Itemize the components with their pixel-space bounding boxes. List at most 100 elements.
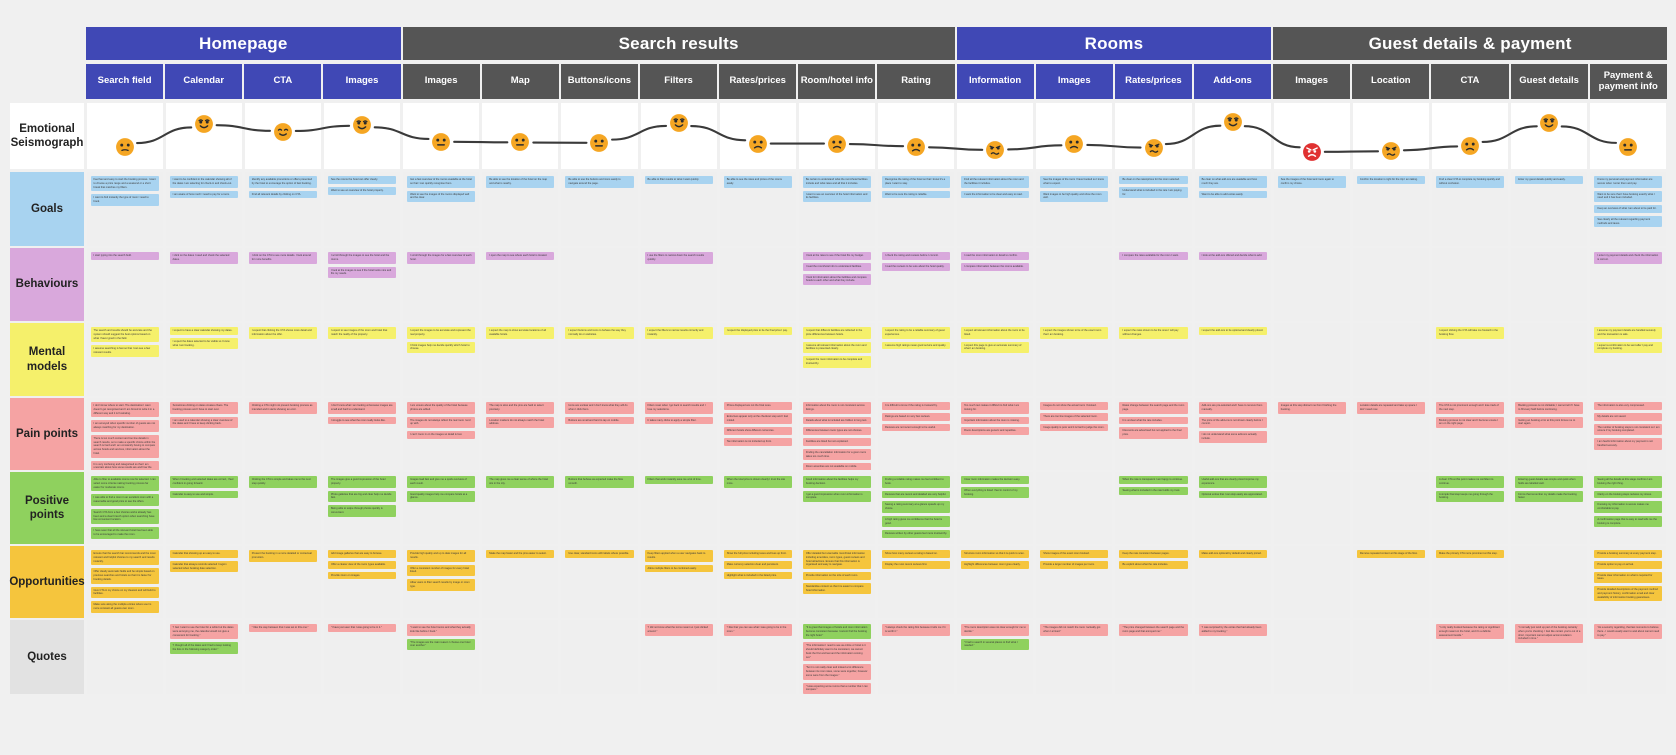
sticky-note[interactable]: Add image galleries that are easy to bro… [327,550,397,558]
sticky-note[interactable]: Be able to see the rates and prices of t… [723,176,792,188]
sticky-note[interactable]: My details are not saved. [1594,412,1663,421]
sticky-note[interactable]: Make add-ons optional by default and cle… [1198,550,1267,558]
sticky-note[interactable]: Facilities are listed but not explained. [802,438,871,446]
sticky-note[interactable]: Want to be sure that I have booking exac… [1594,190,1663,202]
sticky-note[interactable]: I am annoyed when specific number of gue… [90,420,159,432]
sticky-note[interactable]: Finding the cancellation information for… [802,448,871,461]
sticky-note[interactable]: "The price changed between the search pa… [1119,624,1188,636]
sticky-note[interactable]: I expect this page to give an accurate s… [961,341,1030,353]
sticky-note[interactable]: Clear room information makes the decisio… [961,476,1030,484]
sticky-note[interactable]: Display the most recent reviews first. [882,560,951,569]
row-label-mental-models[interactable]: Mental models [10,323,84,396]
sticky-note[interactable]: Find all relevant details by clicking on… [248,190,317,199]
sticky-note[interactable]: Get a fast overview of the rooms availab… [407,176,476,188]
sticky-note[interactable]: I am fearful information about my paymen… [1594,438,1663,450]
step-header-16-location[interactable]: Location [1351,63,1431,100]
sticky-note[interactable]: I expect buttons and icons to behave the… [565,327,634,339]
sticky-note[interactable]: I check the rating and reviews before I … [882,252,951,260]
sticky-note[interactable]: Offer a clearer view of the room types a… [327,560,397,569]
sticky-note[interactable]: "The room description was not clear enou… [961,624,1030,636]
sticky-note[interactable]: Be able to filter results to what I want… [644,176,713,184]
sticky-note[interactable]: Booking process is not clear and I becom… [1436,416,1505,428]
sticky-note[interactable]: I expect that different facilities are r… [802,327,871,339]
sticky-note[interactable]: It takes many clicks to apply a simple f… [644,416,713,425]
sticky-note[interactable]: Be clear on the rates/prices for the roo… [1119,176,1188,184]
row-label-seismograph[interactable]: Emotional Seismograph [10,103,84,169]
sticky-note[interactable]: Information about the room is not consis… [802,402,871,414]
sticky-note[interactable]: Reviews that are recent and detailed are… [882,490,951,499]
step-header-14-add-ons[interactable]: Add-ons [1192,63,1273,100]
sticky-note[interactable]: Prices displayed are not the final ones. [723,402,792,410]
sticky-note[interactable]: Provide a booking summary at every payme… [1594,550,1663,558]
sticky-note[interactable]: I read the room/hotel info to understand… [802,262,871,271]
step-header-15-images[interactable]: Images [1272,63,1352,100]
sticky-note[interactable]: The map gives me a clear sense of where … [486,476,555,488]
sticky-note[interactable]: I don't know where to start. The destina… [90,402,159,418]
sticky-note[interactable]: I expect the dates selected to be visibl… [169,337,238,350]
sticky-note[interactable]: Useful add-ons that are clearly priced i… [1198,476,1267,488]
sticky-note[interactable]: I think images help me decide quickly wh… [407,341,476,353]
sticky-note[interactable]: Be clear on what add-ons are available a… [1198,176,1267,188]
sticky-note[interactable]: Icons are unclear and I don't know what … [565,402,634,414]
sticky-note[interactable]: "I was surprised by the extras that had … [1198,624,1267,636]
sticky-note[interactable]: Make the primary CTA more prominent at t… [1436,550,1505,558]
step-header-2-cta[interactable]: CTA [243,63,323,100]
sticky-note[interactable]: "As a security regarding, that last mome… [1594,624,1663,640]
sticky-note[interactable]: Seeing a rating summary at a glance spee… [882,501,951,513]
sticky-note[interactable]: I expect the images shown to be of the e… [1040,327,1109,339]
sticky-note[interactable]: Buttons are small and hard to tap on mob… [565,416,634,425]
sticky-note[interactable]: I am unsure about the quality of the hot… [407,402,476,414]
sticky-note[interactable]: I expect that clicking the CTA shows mor… [248,327,317,339]
sticky-note[interactable]: I want the information to be clear and e… [961,190,1030,199]
sticky-note[interactable]: The number of booking steps is not consi… [1594,423,1663,435]
sticky-note[interactable]: "I only really booked because the rating… [1436,624,1505,640]
sticky-note[interactable]: Differences between room types are not o… [802,427,871,435]
sticky-note[interactable]: Discounts are advertised but not applied… [1119,427,1188,439]
sticky-note[interactable]: Optional extras that I can skip easily a… [1198,490,1267,499]
sticky-note[interactable]: Use clear, standard icons with labels wh… [565,550,634,558]
sticky-note[interactable]: "The information I need to see as online… [802,642,871,662]
sticky-note[interactable]: Location details are repeated and take u… [1356,402,1426,414]
sticky-note[interactable]: Offer detailed but scannable room/hotel … [802,550,871,569]
sticky-note[interactable]: I open the map to see where each hotel i… [486,252,555,260]
sticky-note[interactable]: Provide option to pay on arrival. [1594,560,1663,569]
sticky-note[interactable]: Getting an booking error at this point f… [1515,416,1584,428]
step-header-17-cta[interactable]: CTA [1430,63,1510,100]
sticky-note[interactable]: "I had to search in several places to fi… [961,638,1030,650]
sticky-note[interactable]: I assume all relevant information about … [802,341,871,353]
sticky-note[interactable]: I click on the dates I need and check th… [169,252,238,264]
sticky-note[interactable]: Forms that remember my details make the … [1515,490,1584,502]
sticky-note[interactable]: Offer a consistent number of images for … [407,564,476,576]
sticky-note[interactable]: "I always check the rating first because… [882,624,951,636]
sticky-note[interactable]: Clicking a CTA might not present booking… [248,402,317,414]
sticky-note[interactable]: "So it is not really clear and indeed a … [802,664,871,680]
sticky-note[interactable]: I use the filters to narrow down the sea… [644,252,713,264]
sticky-note[interactable]: Tax information is not included up front… [723,438,792,446]
sticky-note[interactable]: It is difficult to know if the rating is… [882,402,951,410]
sticky-note[interactable]: Present the booking in a more detailed o… [248,550,317,562]
sticky-note[interactable]: Show the full price including taxes and … [723,550,792,558]
sticky-note[interactable]: I have seen that all the relevant hotel … [90,527,159,539]
sticky-note[interactable]: Add-ons are pre-selected and I have to r… [1198,402,1267,414]
sticky-note[interactable]: See clearly all the relevant regarding p… [1594,215,1663,228]
sticky-note[interactable]: A high rating gives me confidence that t… [882,515,951,528]
step-header-18-guest-details[interactable]: Guest details [1509,63,1589,100]
sticky-note[interactable]: The CTA is not prominent enough and I lo… [1436,402,1505,414]
sticky-note[interactable]: Filters that work instantly save me a lo… [644,476,713,484]
sticky-note[interactable]: Buttons that behave as expected make the… [565,476,634,488]
step-header-3-images[interactable]: Images [322,63,402,100]
row-label-goals[interactable]: Goals [10,172,84,246]
sticky-note[interactable]: When the rate is transparent I am happy … [1119,476,1188,484]
sticky-note[interactable]: "I want to see the hotel rooms and what … [407,624,476,636]
sticky-note[interactable]: I expect clicking the CTA will take me f… [1436,327,1505,339]
sticky-note[interactable]: Booking process is not clickable; I cann… [1515,402,1584,414]
sticky-note[interactable]: Be able to use the buttons and icons eas… [565,176,634,188]
sticky-note[interactable]: A simple final step keeps me going throu… [1436,490,1505,502]
sticky-note[interactable]: Remove repeated content at this stage of… [1356,550,1426,558]
row-label-behaviours[interactable]: Behaviours [10,248,84,321]
phase-header-search-results[interactable]: Search results [401,26,956,61]
sticky-note[interactable]: "I thought all of the dates and I had to… [169,642,238,654]
sticky-note[interactable]: Provide a larger number of images per ro… [1040,560,1109,569]
sticky-note[interactable]: Allow users to filter search results by … [407,579,476,591]
sticky-note[interactable]: I am used to a calendar showing a clear … [169,416,238,428]
